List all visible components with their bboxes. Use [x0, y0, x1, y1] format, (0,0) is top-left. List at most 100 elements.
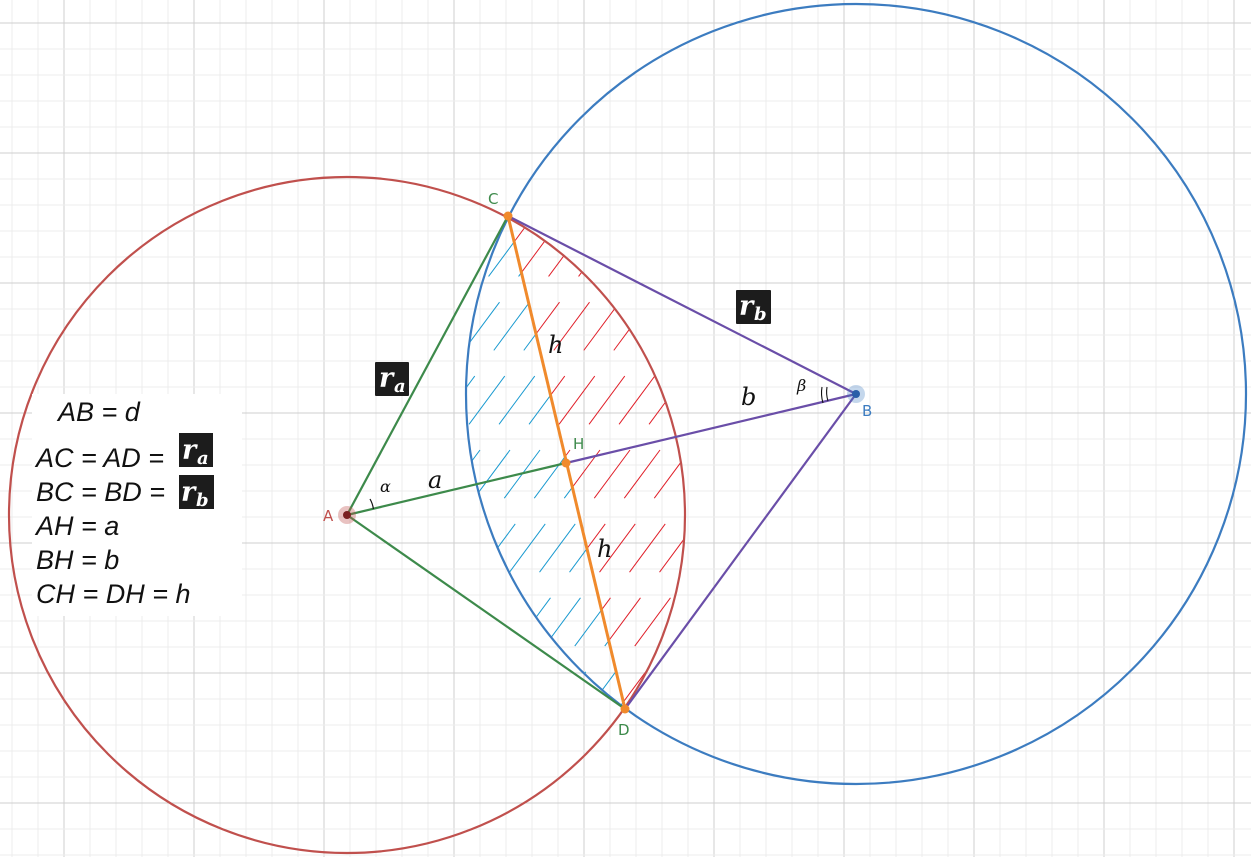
hatch-line [760, 0, 1251, 720]
hatch-line [609, 216, 685, 709]
hatch-line [579, 216, 625, 709]
circle-b[interactable] [464, 2, 1248, 786]
badge-r-b: r b [736, 290, 771, 325]
hatch-line [1120, 0, 1251, 720]
badge-r-a: r a [375, 362, 409, 397]
hatch-line [466, 216, 625, 709]
segment-ad[interactable] [346, 514, 626, 710]
point-c-label: C [488, 190, 498, 208]
hatch-line [639, 216, 685, 709]
hatch-line [1150, 0, 1251, 720]
hatch-line [669, 216, 685, 709]
svg-text:b: b [754, 304, 767, 325]
hatch-line [1180, 0, 1251, 720]
hatch-line [579, 216, 685, 709]
hatch-line [466, 216, 625, 709]
hatch-line [850, 0, 1251, 720]
hatch-line [1090, 0, 1251, 720]
hatch-line [508, 216, 685, 709]
hatch-line [508, 216, 685, 709]
hatch-line [1120, 0, 1251, 720]
legend-badge-r-b: r b [179, 475, 214, 511]
hatch-line [970, 0, 1251, 720]
svg-text:r: r [181, 477, 197, 508]
hatch-line [880, 0, 1251, 720]
svg-text:a: a [394, 376, 406, 397]
svg-text:r: r [379, 363, 395, 394]
hatch-line [670, 0, 1230, 720]
hatch-line [640, 0, 1200, 720]
svg-text:r: r [739, 291, 755, 322]
hatch-line [508, 216, 685, 709]
legend-line-6: CH = DH = h [36, 579, 191, 609]
svg-text:a: a [197, 448, 209, 469]
hatch-line [1030, 0, 1251, 720]
point-c[interactable] [503, 211, 513, 221]
angle-alpha-label: α [380, 477, 391, 496]
point-a-label: A [323, 507, 334, 525]
point-d[interactable] [620, 704, 630, 714]
circle-a[interactable] [7, 175, 687, 855]
hatch-line [730, 0, 1251, 720]
legend-line-1: AB = d [56, 397, 141, 427]
point-d-label: D [618, 721, 630, 739]
hatch-line [508, 216, 685, 709]
hatch-line [820, 0, 1251, 720]
hatch-line [940, 0, 1251, 720]
legend-line-4: AH = a [34, 511, 119, 541]
hatch-line [820, 0, 1251, 720]
hatch-line [1090, 0, 1251, 720]
point-b-label: B [862, 402, 872, 420]
point-b[interactable] [852, 390, 860, 398]
hatch-line [1030, 0, 1251, 720]
hatch-line [880, 0, 1251, 720]
hatch-line [1000, 0, 1251, 720]
hatch-line [730, 0, 1251, 720]
segment-bh[interactable] [565, 392, 857, 465]
segment-b-label: b [741, 383, 756, 411]
hatch-line [910, 0, 1251, 720]
hatch-line [466, 216, 625, 709]
legend-badge-r-a: r a [179, 433, 213, 469]
hatch-line [1150, 0, 1251, 720]
hatch-line [940, 0, 1251, 720]
hatch-line [466, 216, 625, 709]
segment-bd[interactable] [624, 393, 857, 710]
hatch-line [508, 216, 685, 709]
hatch-line [910, 0, 1251, 720]
hatch-line [700, 0, 1251, 720]
angle-beta-arc-inner [826, 386, 829, 402]
hatch-line [508, 216, 685, 709]
hatch-line [519, 216, 685, 709]
angle-beta-arc-outer [821, 386, 824, 404]
angle-alpha-arc [369, 498, 374, 510]
point-h[interactable] [561, 458, 571, 468]
hatch-line [466, 216, 625, 709]
hatch-line [1000, 0, 1251, 720]
hatch-line [489, 216, 625, 709]
svg-text:r: r [182, 435, 198, 466]
segment-bc[interactable] [507, 215, 857, 395]
legend: AB = d AC = AD = r a BC = BD = r b AH = … [32, 394, 242, 616]
hatch-line [760, 0, 1251, 720]
point-h-label: H [573, 435, 584, 453]
hatch-line [466, 216, 625, 709]
angle-beta-label: β [796, 376, 806, 395]
legend-line-3: BC = BD = [36, 477, 165, 507]
hatch-line [466, 216, 625, 709]
hatch-line [970, 0, 1251, 720]
segment-ac[interactable] [346, 215, 509, 516]
legend-line-5: BH = b [36, 545, 119, 575]
hatch-line [609, 216, 625, 709]
legend-line-2: AC = AD = [34, 443, 164, 473]
hatch-line [850, 0, 1251, 720]
segment-a-label: a [428, 466, 442, 494]
hatch-line [508, 216, 685, 709]
hatch-line [1180, 0, 1251, 720]
hatch-line [508, 216, 685, 709]
hatch-line [700, 0, 1251, 720]
segment-ah[interactable] [346, 461, 567, 517]
segment-h-upper-label: h [548, 331, 563, 359]
point-a[interactable] [343, 511, 351, 519]
